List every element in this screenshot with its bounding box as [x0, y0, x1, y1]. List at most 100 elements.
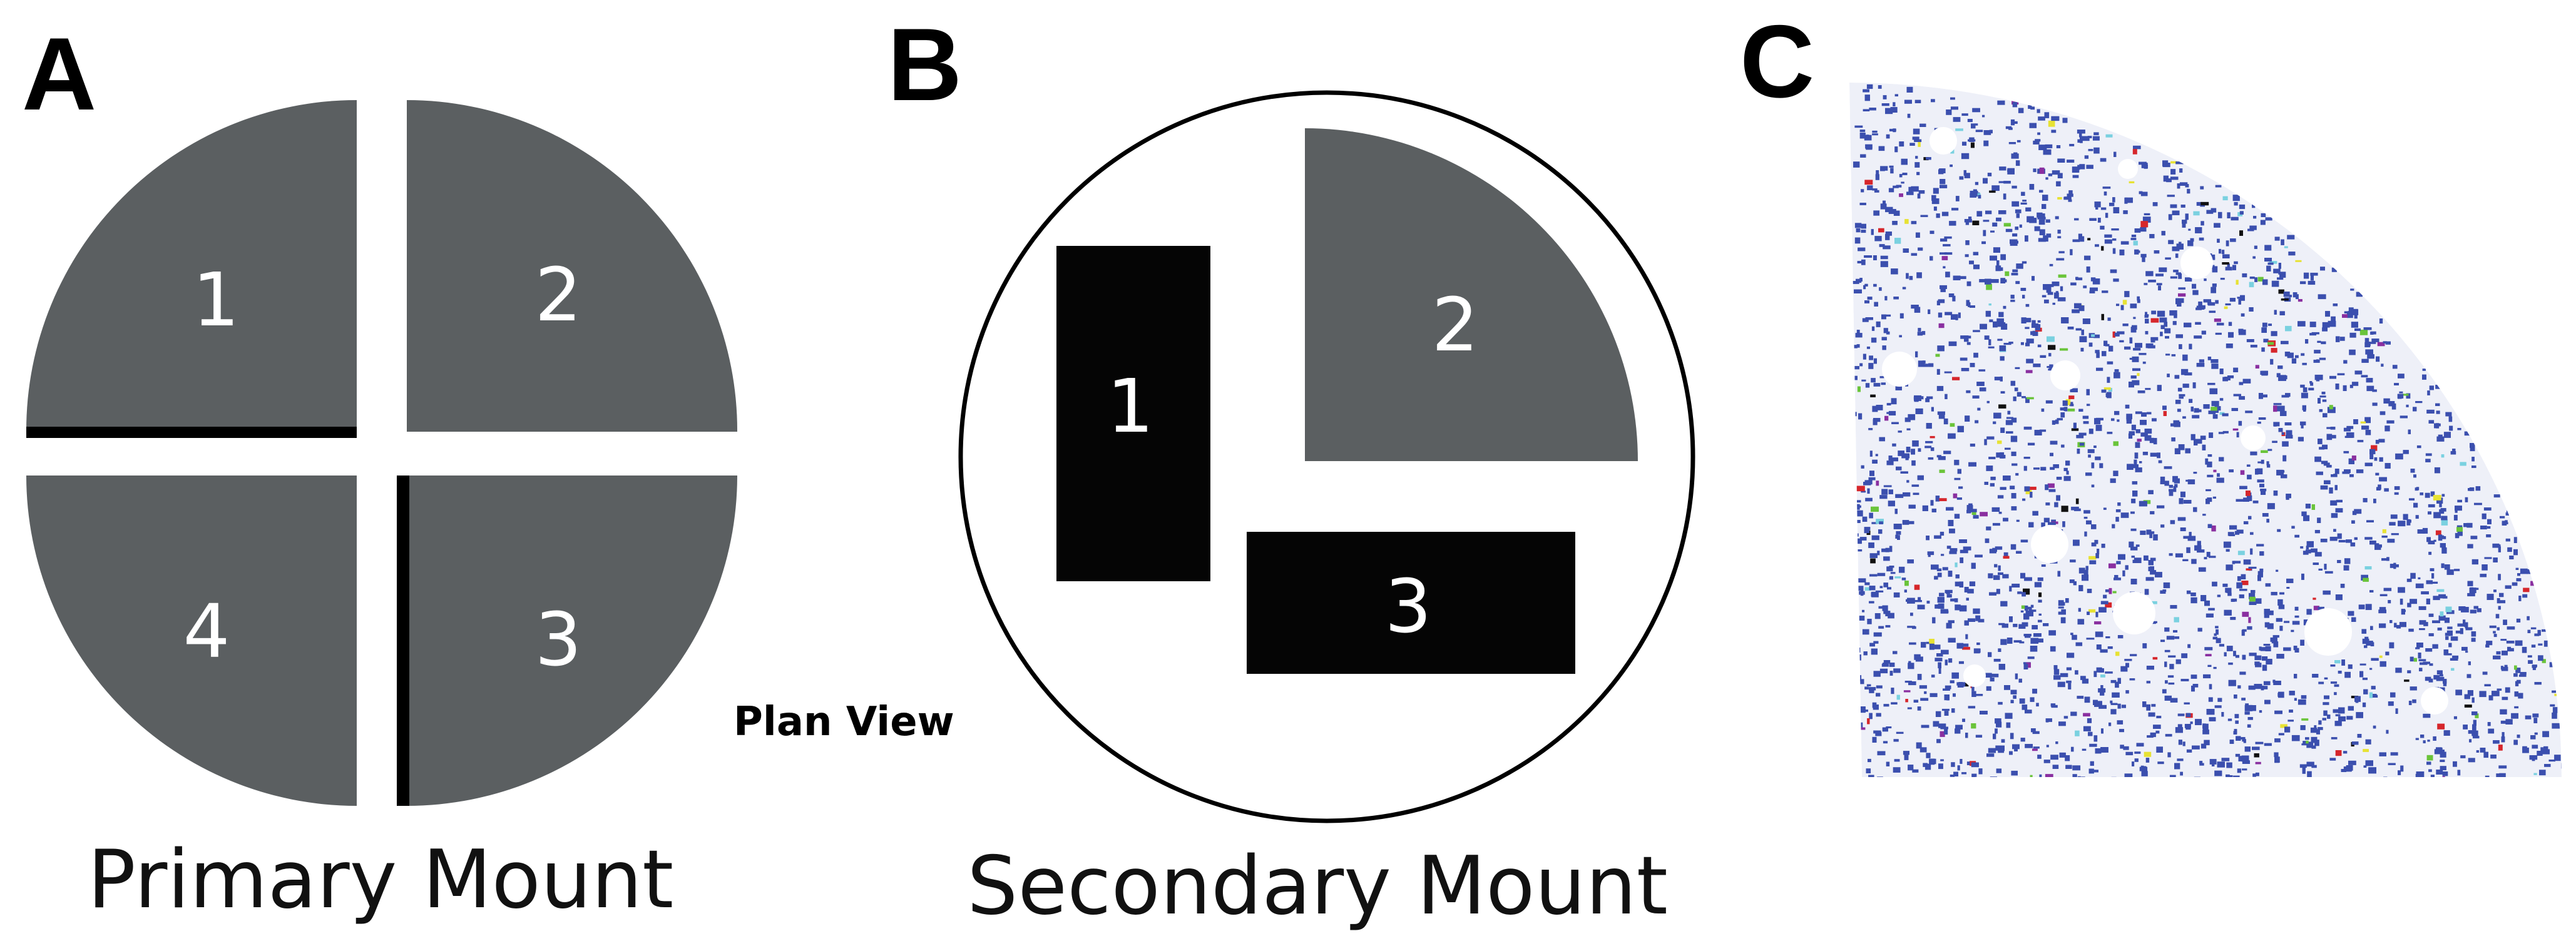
grain: [1884, 415, 1889, 421]
grain: [1883, 704, 1889, 707]
grain: [1886, 403, 1891, 405]
grain: [1993, 412, 2001, 419]
grain: [2334, 485, 2338, 491]
grain: [2033, 633, 2042, 637]
grain: [2303, 741, 2308, 745]
grain: [2091, 462, 2095, 469]
grain: [2056, 477, 2062, 480]
grain: [1993, 659, 2001, 662]
grain: [2300, 421, 2306, 425]
grain: [1979, 279, 1986, 283]
grain: [1945, 659, 1948, 666]
grain: [2252, 705, 2256, 711]
grain: [2337, 560, 2341, 563]
grain: [2436, 670, 2443, 674]
grain: [2116, 561, 2121, 564]
primary-piece-3: [407, 476, 737, 806]
void: [2113, 592, 2155, 634]
grain: [2133, 348, 2141, 351]
grain: [1939, 469, 1945, 473]
grain: [2359, 663, 2366, 666]
grain: [2267, 262, 2274, 265]
grain: [2255, 741, 2264, 745]
grain: [2093, 132, 2099, 136]
grain: [2242, 760, 2250, 764]
grain: [1993, 321, 1998, 328]
grain: [2461, 607, 2469, 613]
grain: [2100, 158, 2107, 162]
grain: [2092, 136, 2100, 141]
grain: [1951, 708, 1955, 713]
grain: [2538, 655, 2543, 661]
grain: [1871, 326, 1875, 331]
grain: [2010, 699, 2014, 703]
grain: [2053, 675, 2061, 680]
grain: [2317, 517, 2321, 523]
grain: [2025, 235, 2028, 242]
grain: [2204, 557, 2207, 559]
grain: [2227, 375, 2234, 379]
grain: [2016, 519, 2020, 522]
grain: [2067, 160, 2075, 163]
grain: [2054, 502, 2058, 507]
grain: [1998, 511, 2002, 514]
grain: [2129, 381, 2134, 388]
grain: [1871, 535, 1879, 541]
grain: [1885, 231, 1892, 236]
grain: [2057, 230, 2061, 234]
grain: [2151, 310, 2156, 315]
grain: [1998, 623, 2005, 626]
grain: [2082, 136, 2090, 141]
grain: [2204, 740, 2210, 746]
grain: [2301, 353, 2305, 356]
grain: [1863, 89, 1869, 93]
grain: [2011, 583, 2020, 587]
grain: [1964, 335, 1969, 342]
grain: [2552, 690, 2556, 693]
grain: [2086, 389, 2090, 395]
grain: [1856, 344, 1860, 348]
grain: [1869, 574, 1878, 577]
grain: [2274, 738, 2281, 743]
secondary-piece-3: [1247, 532, 1575, 674]
grain: [1949, 221, 1956, 226]
grain: [2471, 638, 2476, 642]
grain: [2061, 609, 2066, 615]
grain: [1929, 256, 1933, 261]
grain: [2365, 349, 2373, 355]
grain: [2354, 370, 2363, 375]
grain: [2080, 676, 2086, 680]
grain: [2021, 396, 2026, 399]
grain: [2119, 340, 2124, 343]
grain: [2030, 638, 2039, 644]
grain: [2335, 714, 2341, 716]
grain: [2173, 630, 2178, 633]
grain: [1997, 100, 2005, 105]
grain: [2464, 431, 2470, 436]
grain: [2369, 453, 2374, 459]
grain: [1961, 772, 1967, 775]
grain: [2192, 745, 2200, 750]
grain: [2045, 400, 2053, 404]
grain: [2135, 429, 2140, 434]
grain: [2050, 452, 2053, 457]
grain: [2088, 731, 2093, 736]
grain: [2205, 499, 2210, 504]
grain: [1894, 576, 1901, 579]
grain: [1961, 153, 1970, 160]
grain: [2311, 765, 2317, 768]
secondary-piece-3-number: 3: [1384, 563, 1431, 649]
grain: [2413, 407, 2417, 412]
grain: [1948, 620, 1955, 623]
grain: [2515, 681, 2519, 686]
grain: [2160, 524, 2165, 528]
grain: [2264, 258, 2272, 262]
grain: [1871, 229, 1874, 235]
grain: [2067, 327, 2074, 330]
grain: [2025, 744, 2033, 748]
grain: [1888, 188, 1894, 193]
grain: [2412, 699, 2416, 703]
grain: [2322, 444, 2328, 450]
grain: [2220, 278, 2225, 280]
grain: [2087, 449, 2095, 454]
